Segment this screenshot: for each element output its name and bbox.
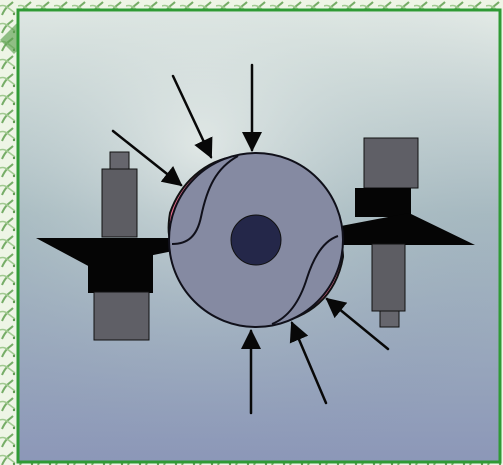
right-tool-lower-shaft [371,243,406,312]
right-tool-upper-shaft [363,137,419,189]
right-tool-body [355,188,411,217]
force-arrow-icon [325,297,390,351]
right-tool-blade [319,213,475,245]
right-mounted-cutter-icon [319,137,475,328]
right-tool-bottom-cap [379,310,400,328]
left-tool-upper-shaft [101,168,138,238]
left-tool-top-cap [109,151,130,170]
disc-left-cut [171,155,239,245]
center-hub [230,214,282,266]
left-tool-lower-shaft [93,291,150,341]
force-arrow-icon [111,129,183,187]
grinding-disc-icon [167,152,345,328]
left-tool-blade [36,238,178,268]
disc-right-cut [271,235,339,325]
force-arrow-icon [171,74,213,159]
left-tool-body [88,255,153,293]
force-arrows [111,63,390,415]
force-arrow-icon [289,321,328,405]
left-mounted-cutter-icon [36,151,178,341]
